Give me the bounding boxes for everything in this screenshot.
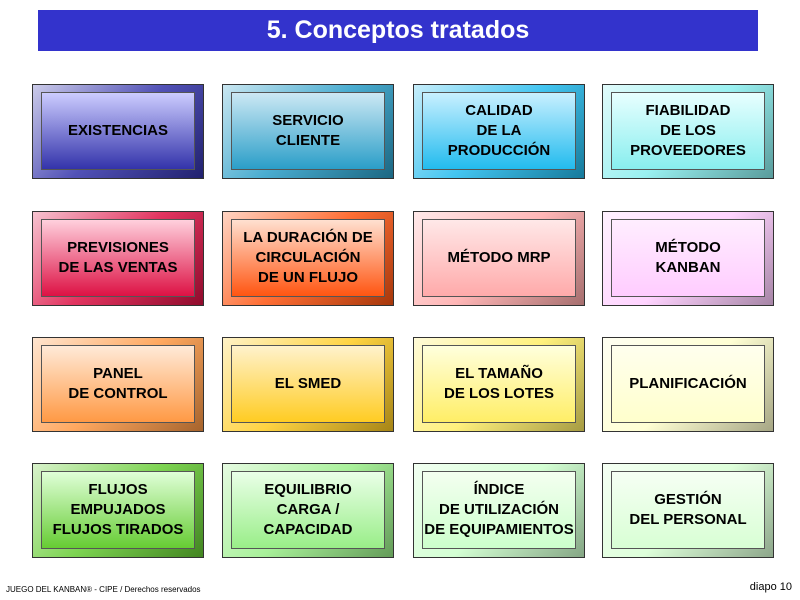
tile-label: PREVISIONES DE LAS VENTAS — [41, 219, 195, 297]
concept-tile: ÍNDICE DE UTILIZACIÓN DE EQUIPAMIENTOS — [413, 463, 585, 558]
concept-tile: EL TAMAÑO DE LOS LOTES — [413, 337, 585, 432]
concept-tile: EL SMED — [222, 337, 394, 432]
tile-label: GESTIÓN DEL PERSONAL — [611, 471, 765, 549]
tile-label: EXISTENCIAS — [41, 92, 195, 170]
tile-label: LA DURACIÓN DE CIRCULACIÓN DE UN FLUJO — [231, 219, 385, 297]
concept-tile: LA DURACIÓN DE CIRCULACIÓN DE UN FLUJO — [222, 211, 394, 306]
tile-label: FIABILIDAD DE LOS PROVEEDORES — [611, 92, 765, 170]
tile-label: CALIDAD DE LA PRODUCCIÓN — [422, 92, 576, 170]
concept-tile: FLUJOS EMPUJADOS FLUJOS TIRADOS — [32, 463, 204, 558]
tile-label: PANEL DE CONTROL — [41, 345, 195, 423]
concept-tile: GESTIÓN DEL PERSONAL — [602, 463, 774, 558]
slide-number: diapo 10 — [749, 581, 792, 593]
concept-tile: MÉTODO KANBAN — [602, 211, 774, 306]
concept-tile: EXISTENCIAS — [32, 84, 204, 179]
footer-copyright: JUEGO DEL KANBAN® - CIPE / Derechos rese… — [6, 585, 201, 594]
concept-tile: FIABILIDAD DE LOS PROVEEDORES — [602, 84, 774, 179]
tile-label: SERVICIO CLIENTE — [231, 92, 385, 170]
tile-label: EL SMED — [231, 345, 385, 423]
tile-label: MÉTODO KANBAN — [611, 219, 765, 297]
concept-tile: PANEL DE CONTROL — [32, 337, 204, 432]
tile-label: FLUJOS EMPUJADOS FLUJOS TIRADOS — [41, 471, 195, 549]
concept-tile: SERVICIO CLIENTE — [222, 84, 394, 179]
concept-tile: EQUILIBRIO CARGA / CAPACIDAD — [222, 463, 394, 558]
tile-label: EL TAMAÑO DE LOS LOTES — [422, 345, 576, 423]
tile-label: ÍNDICE DE UTILIZACIÓN DE EQUIPAMIENTOS — [422, 471, 576, 549]
tile-label: PLANIFICACIÓN — [611, 345, 765, 423]
concept-tile: MÉTODO MRP — [413, 211, 585, 306]
tile-label: MÉTODO MRP — [422, 219, 576, 297]
concept-tile: PLANIFICACIÓN — [602, 337, 774, 432]
slide-title: 5. Conceptos tratados — [38, 10, 758, 51]
concept-tile: CALIDAD DE LA PRODUCCIÓN — [413, 84, 585, 179]
concept-tile: PREVISIONES DE LAS VENTAS — [32, 211, 204, 306]
tile-label: EQUILIBRIO CARGA / CAPACIDAD — [231, 471, 385, 549]
